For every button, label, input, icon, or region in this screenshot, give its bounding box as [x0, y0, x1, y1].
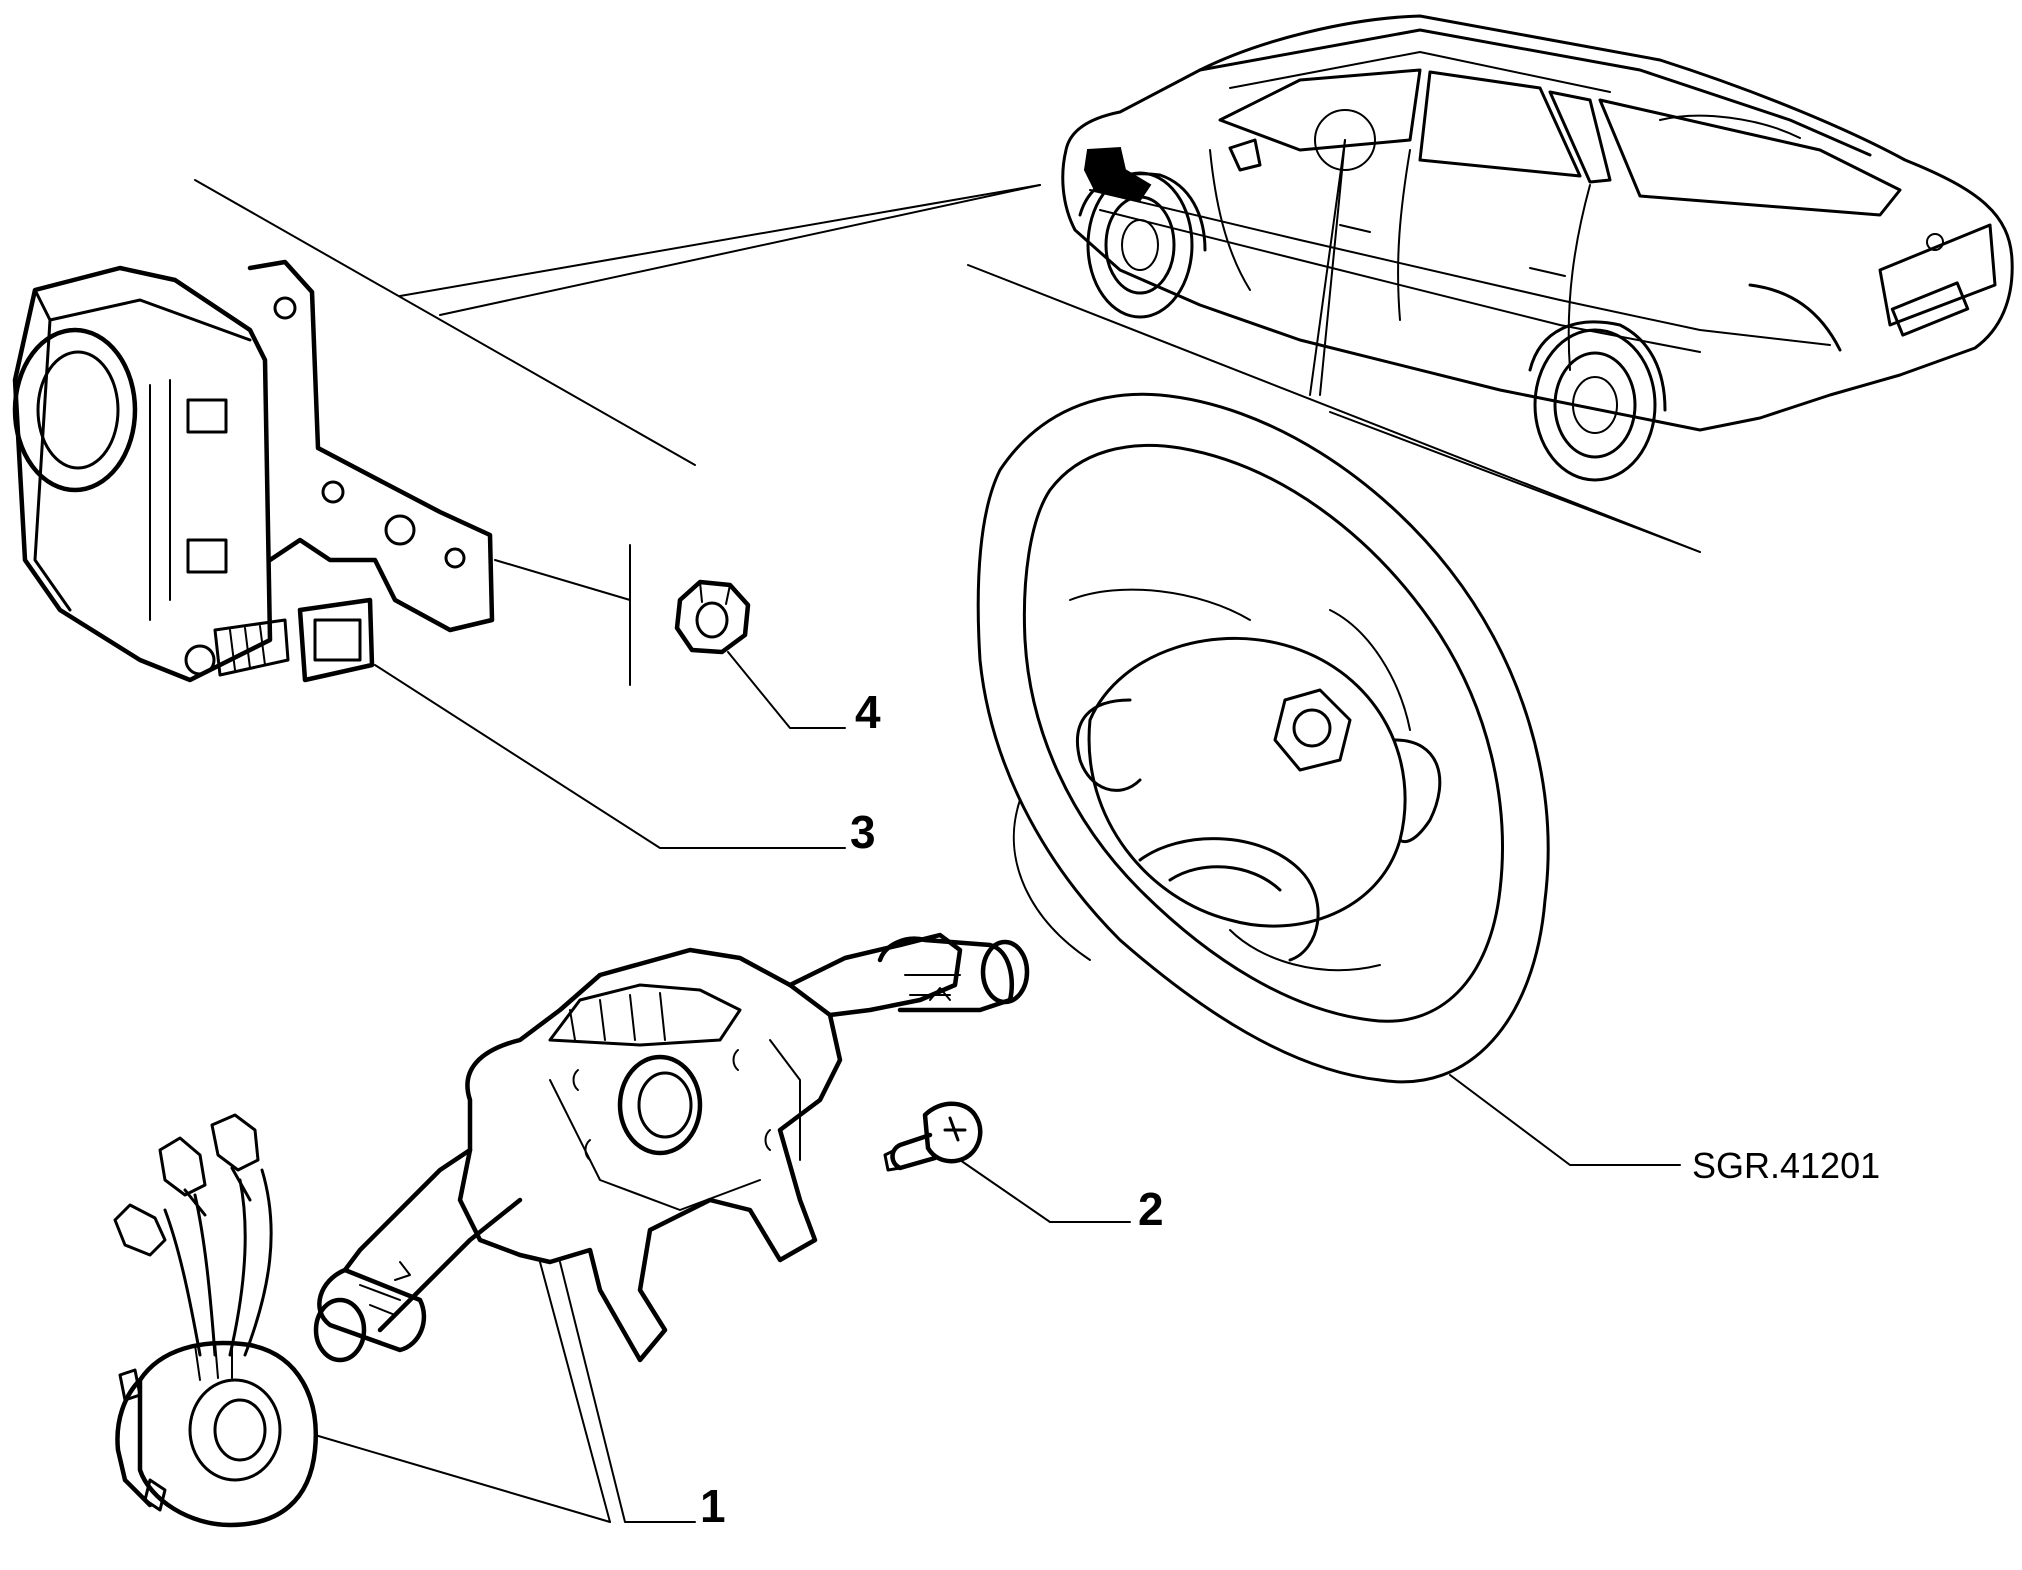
- bolt-part-2: [883, 1101, 1131, 1223]
- callout-3: 3: [850, 806, 876, 858]
- steering-wheel: [976, 392, 1681, 1166]
- car-illustration: [399, 14, 2014, 553]
- callout-1: 1: [700, 1480, 726, 1532]
- callout-4: 4: [855, 686, 881, 738]
- combination-switch-assembly: [313, 932, 1030, 1523]
- clock-spring-assembly: [113, 1113, 611, 1528]
- reference-code: SGR.41201: [1692, 1145, 1880, 1186]
- ignition-switch-assembly: [12, 179, 846, 849]
- nut-part-4: [674, 579, 846, 729]
- callout-2: 2: [1138, 1183, 1164, 1235]
